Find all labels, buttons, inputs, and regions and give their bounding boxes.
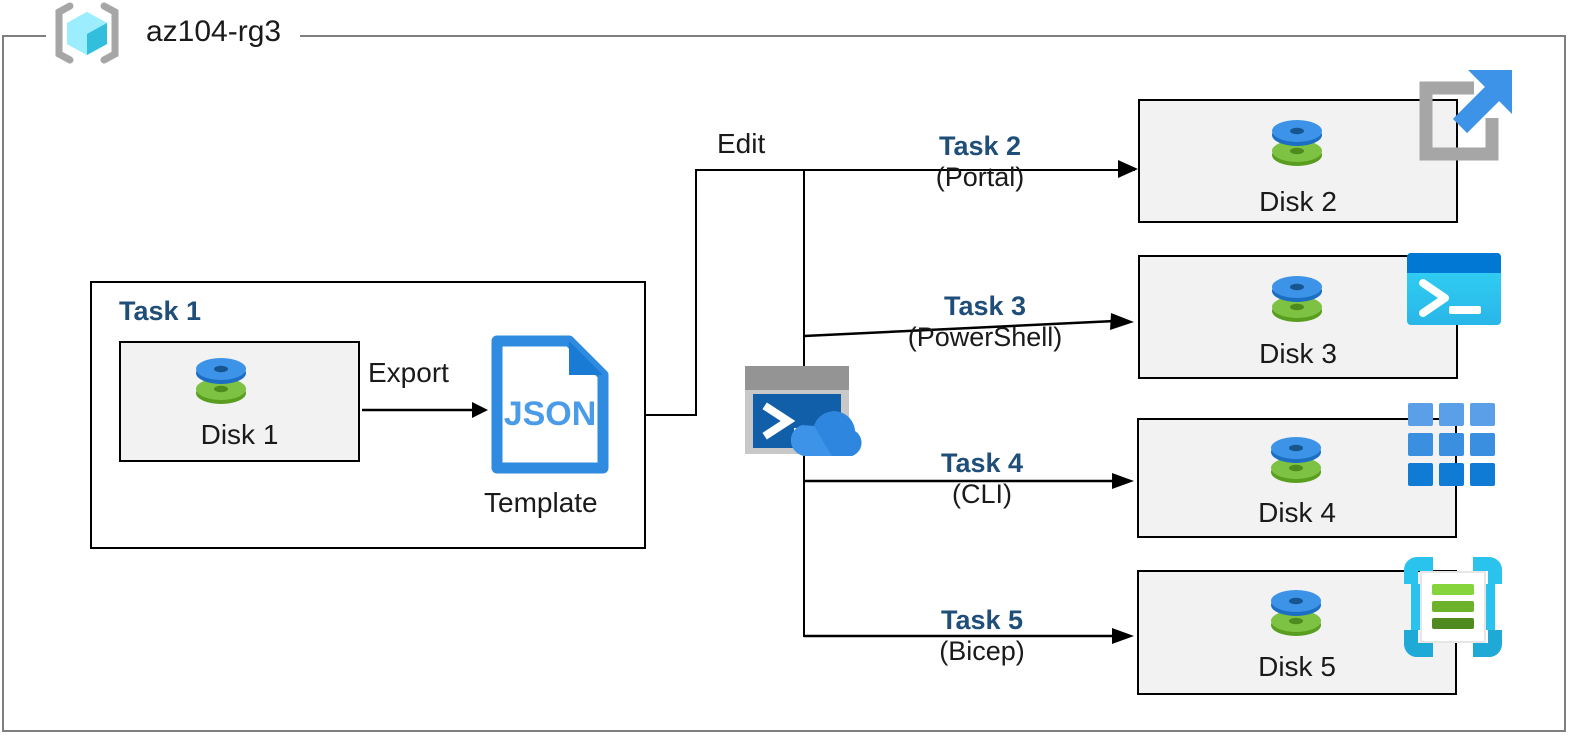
powershell-icon [1405, 251, 1503, 327]
task1-title: Task 1 [119, 296, 202, 326]
task5-edge-label: Task 5 (Bicep) [852, 605, 1112, 667]
task5-connector-line [804, 628, 1134, 644]
managed-disk-icon [1265, 430, 1327, 492]
managed-disk-icon [1266, 269, 1328, 331]
frame-top-right-segment [300, 35, 1566, 37]
task2-edge-label: Task 2 (Portal) [850, 131, 1110, 193]
disk1-box [119, 341, 360, 462]
frame-label-gap [44, 28, 302, 44]
task2-arrowhead [1118, 160, 1138, 178]
task5-method: (Bicep) [939, 636, 1025, 666]
managed-disk-icon [190, 351, 252, 413]
resource-group-name: az104-rg3 [146, 15, 282, 48]
managed-disk-icon [1265, 583, 1327, 645]
task3-edge-label: Task 3 (PowerShell) [855, 291, 1115, 353]
edit-label: Edit [717, 128, 766, 159]
disk5-label: Disk 5 [1258, 651, 1336, 682]
frame-top-left-segment [2, 35, 46, 37]
riser-segment [695, 170, 697, 416]
disk3-label: Disk 3 [1259, 338, 1337, 369]
template-caption: Template [484, 487, 598, 518]
bicep-icon [1404, 557, 1502, 657]
task4-method: (CLI) [952, 479, 1012, 509]
disk2-label: Disk 2 [1259, 186, 1337, 217]
disk1-label: Disk 1 [200, 419, 279, 450]
azure-portal-icon [1408, 62, 1516, 162]
task5-title: Task 5 [940, 605, 1024, 635]
task3-connector-line [803, 313, 1134, 338]
managed-disk-icon [1266, 113, 1328, 175]
svg-text:JSON: JSON [504, 395, 597, 433]
task2-title: Task 2 [938, 131, 1022, 161]
task2-method: (Portal) [935, 162, 1025, 192]
task2-connector-line [695, 169, 1135, 171]
json-file-icon: JSON [489, 333, 611, 476]
task4-connector-line [804, 473, 1134, 489]
disk4-label: Disk 4 [1258, 497, 1336, 528]
azure-cloud-shell-icon [744, 364, 866, 458]
export-label: Export [368, 357, 449, 388]
task4-edge-label: Task 4 (CLI) [852, 448, 1112, 510]
task4-title: Task 4 [940, 448, 1024, 478]
task3-method: (PowerShell) [907, 322, 1063, 352]
azure-cli-icon [1406, 401, 1498, 489]
resource-group-cube-icon [50, 2, 124, 64]
template-out-segment [645, 414, 697, 416]
export-arrow [362, 402, 488, 418]
task3-title: Task 3 [943, 291, 1027, 321]
